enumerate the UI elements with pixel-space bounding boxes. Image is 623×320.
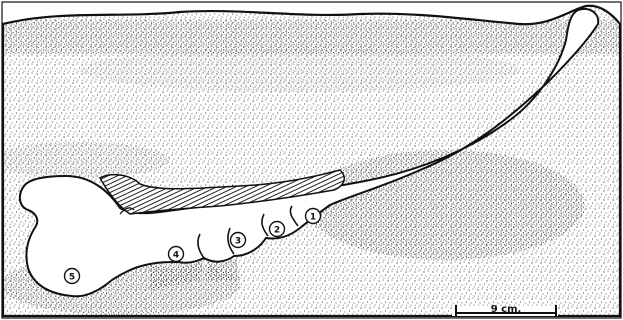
scale-bar-label: 9 cm. [491, 304, 522, 315]
chamber-1-label: 1 [310, 213, 316, 223]
chamber-2-label: 2 [274, 226, 280, 236]
chamber-4: 4 [169, 247, 184, 262]
chamber-3: 3 [231, 233, 246, 248]
chamber-2: 2 [270, 222, 285, 237]
chamber-4-label: 4 [173, 251, 179, 261]
chamber-5: 5 [65, 269, 80, 284]
chamber-5-label: 5 [69, 273, 75, 283]
chamber-1: 1 [306, 209, 321, 224]
chamber-3-label: 3 [235, 237, 241, 247]
